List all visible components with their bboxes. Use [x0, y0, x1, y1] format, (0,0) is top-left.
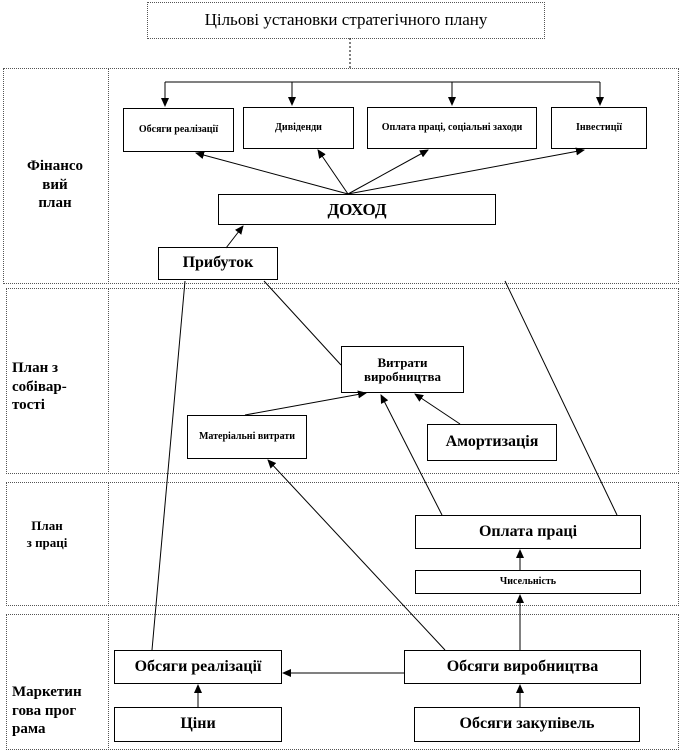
section-label-labor: План з праці — [26, 518, 68, 550]
cost-plan-divider — [108, 288, 109, 474]
material-to-costs-arrow — [244, 390, 367, 416]
section-label-cost: План з собівар- тості — [12, 359, 67, 414]
box-labor-pay: Оплата праці — [415, 515, 641, 549]
box-depreciation: Амортизація — [427, 424, 557, 461]
marketing-panel — [6, 614, 679, 750]
labor-plan-panel — [6, 482, 679, 606]
marketing-divider — [108, 614, 109, 750]
costs-to-profit-line — [263, 280, 342, 366]
diagram-title-text: Цільові установки стратегічного плану — [204, 9, 488, 29]
box-prices: Ціни — [114, 707, 282, 742]
title-panel — [147, 2, 545, 39]
sales-to-profit-line — [151, 280, 186, 651]
box-purchase-volume: Обсяги закупівель — [414, 707, 640, 742]
depreciation-to-costs-arrow — [414, 393, 461, 425]
box-production-costs: Витрати виробництва — [341, 346, 464, 393]
box-income: ДОХОД — [218, 194, 496, 225]
box-material-costs: Матеріальні витрати — [187, 415, 307, 459]
income-to-labor-social-arrow — [347, 149, 429, 195]
diagram-title: Цільові установки стратегічного плану — [151, 4, 541, 35]
section-label-financial: Фінансо вий план — [27, 157, 83, 212]
income-to-investments-arrow — [347, 147, 585, 195]
box-headcount: Чисельність — [415, 570, 641, 594]
cost-plan-panel — [6, 288, 679, 474]
labor-plan-divider — [108, 482, 109, 606]
laborpay-to-costs-arrow — [380, 394, 443, 516]
box-profit: Прибуток — [158, 247, 278, 280]
box-labor-pay-social: Оплата праці, соціальні заходи — [367, 107, 537, 149]
box-sales-volume-top: Обсяги реалізації — [123, 108, 234, 152]
box-sales-volume: Обсяги реалізації — [114, 650, 282, 684]
box-dividends: Дивіденди — [243, 107, 354, 149]
section-label-marketing: Маркетин гова прог рама — [12, 683, 82, 738]
financial-plan-panel — [3, 68, 679, 284]
income-to-sales-arrow — [195, 151, 349, 195]
box-production-volume: Обсяги виробництва — [404, 650, 641, 684]
income-to-dividends-arrow — [317, 149, 349, 195]
financial-plan-divider — [108, 68, 109, 284]
production-to-material-arrow — [267, 459, 446, 651]
profit-to-income-arrow — [225, 225, 244, 249]
box-investments: Інвестиції — [551, 107, 647, 149]
laborpay-to-income-line — [504, 280, 618, 516]
